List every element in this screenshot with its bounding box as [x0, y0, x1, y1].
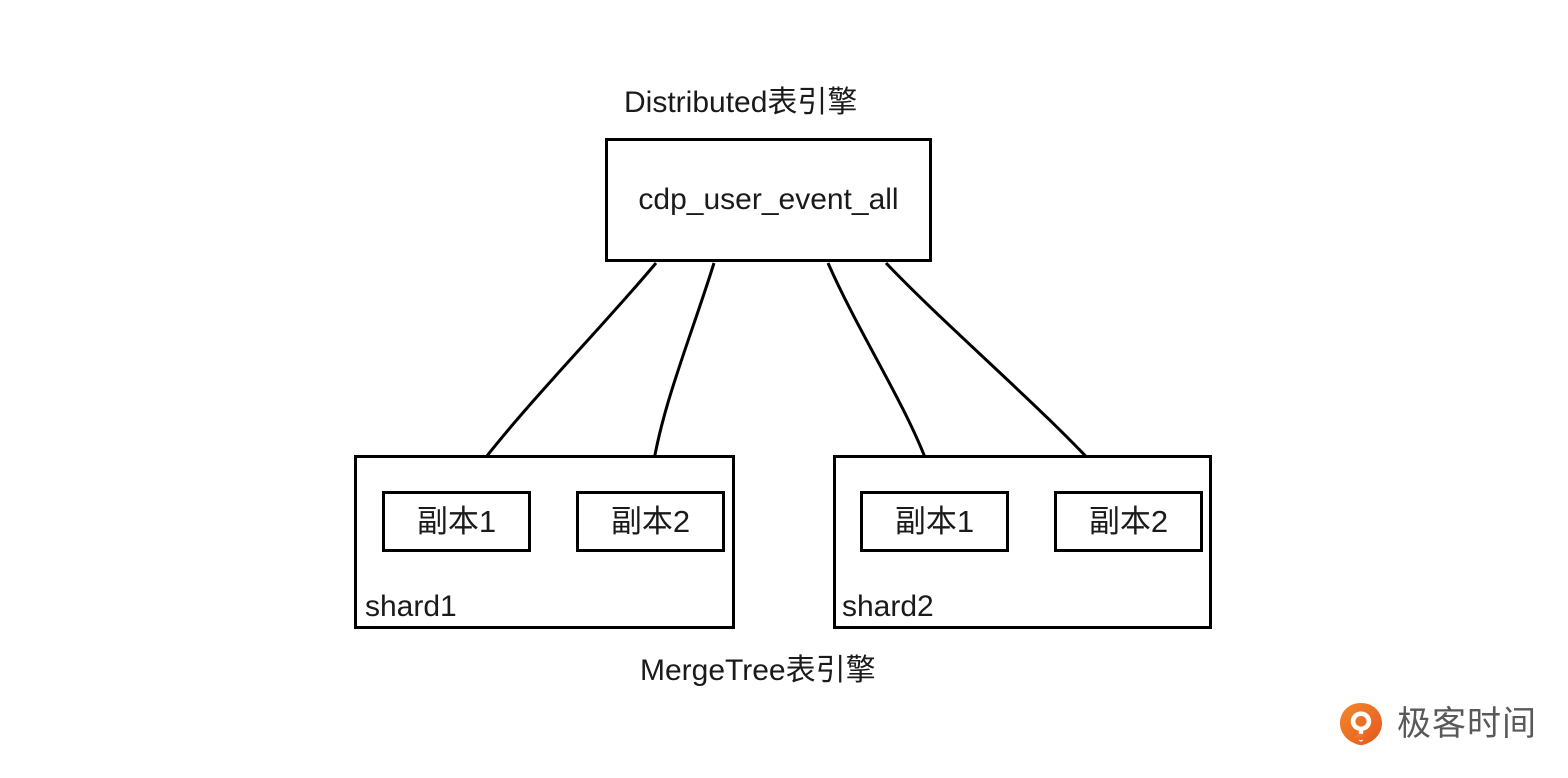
distributed-engine-title: Distributed表引擎 — [624, 86, 858, 119]
shard2-replica-1-node[interactable]: 副本1 — [860, 491, 1009, 552]
shard1-label: shard1 — [365, 590, 457, 623]
edge-dist-to-shard2-replica1 — [826, 262, 937, 481]
distributed-table-name: cdp_user_event_all — [638, 183, 899, 216]
shard2-replica-2-node[interactable]: 副本2 — [1054, 491, 1203, 552]
watermark: 极客时间 — [1337, 700, 1537, 748]
shard2-label: shard2 — [842, 590, 934, 623]
distributed-table-node[interactable]: cdp_user_event_all — [605, 138, 932, 262]
shard1-replica-2-label: 副本2 — [610, 504, 691, 539]
shard2-replica-2-label: 副本2 — [1088, 504, 1169, 539]
geektime-logo-icon — [1340, 703, 1382, 745]
edge-dist-to-shard2-replica2 — [884, 261, 1108, 480]
edge-dist-to-shard1-replica2 — [644, 262, 716, 481]
shard1-replica-2-node[interactable]: 副本2 — [576, 491, 725, 552]
edge-dist-to-shard1-replica1 — [468, 262, 658, 480]
mergetree-engine-caption: MergeTree表引擎 — [640, 654, 876, 687]
shard2-replica-1-label: 副本1 — [894, 504, 975, 539]
shard1-replica-1-node[interactable]: 副本1 — [382, 491, 531, 552]
shard1-replica-1-label: 副本1 — [416, 504, 497, 539]
watermark-text: 极客时间 — [1397, 705, 1537, 743]
